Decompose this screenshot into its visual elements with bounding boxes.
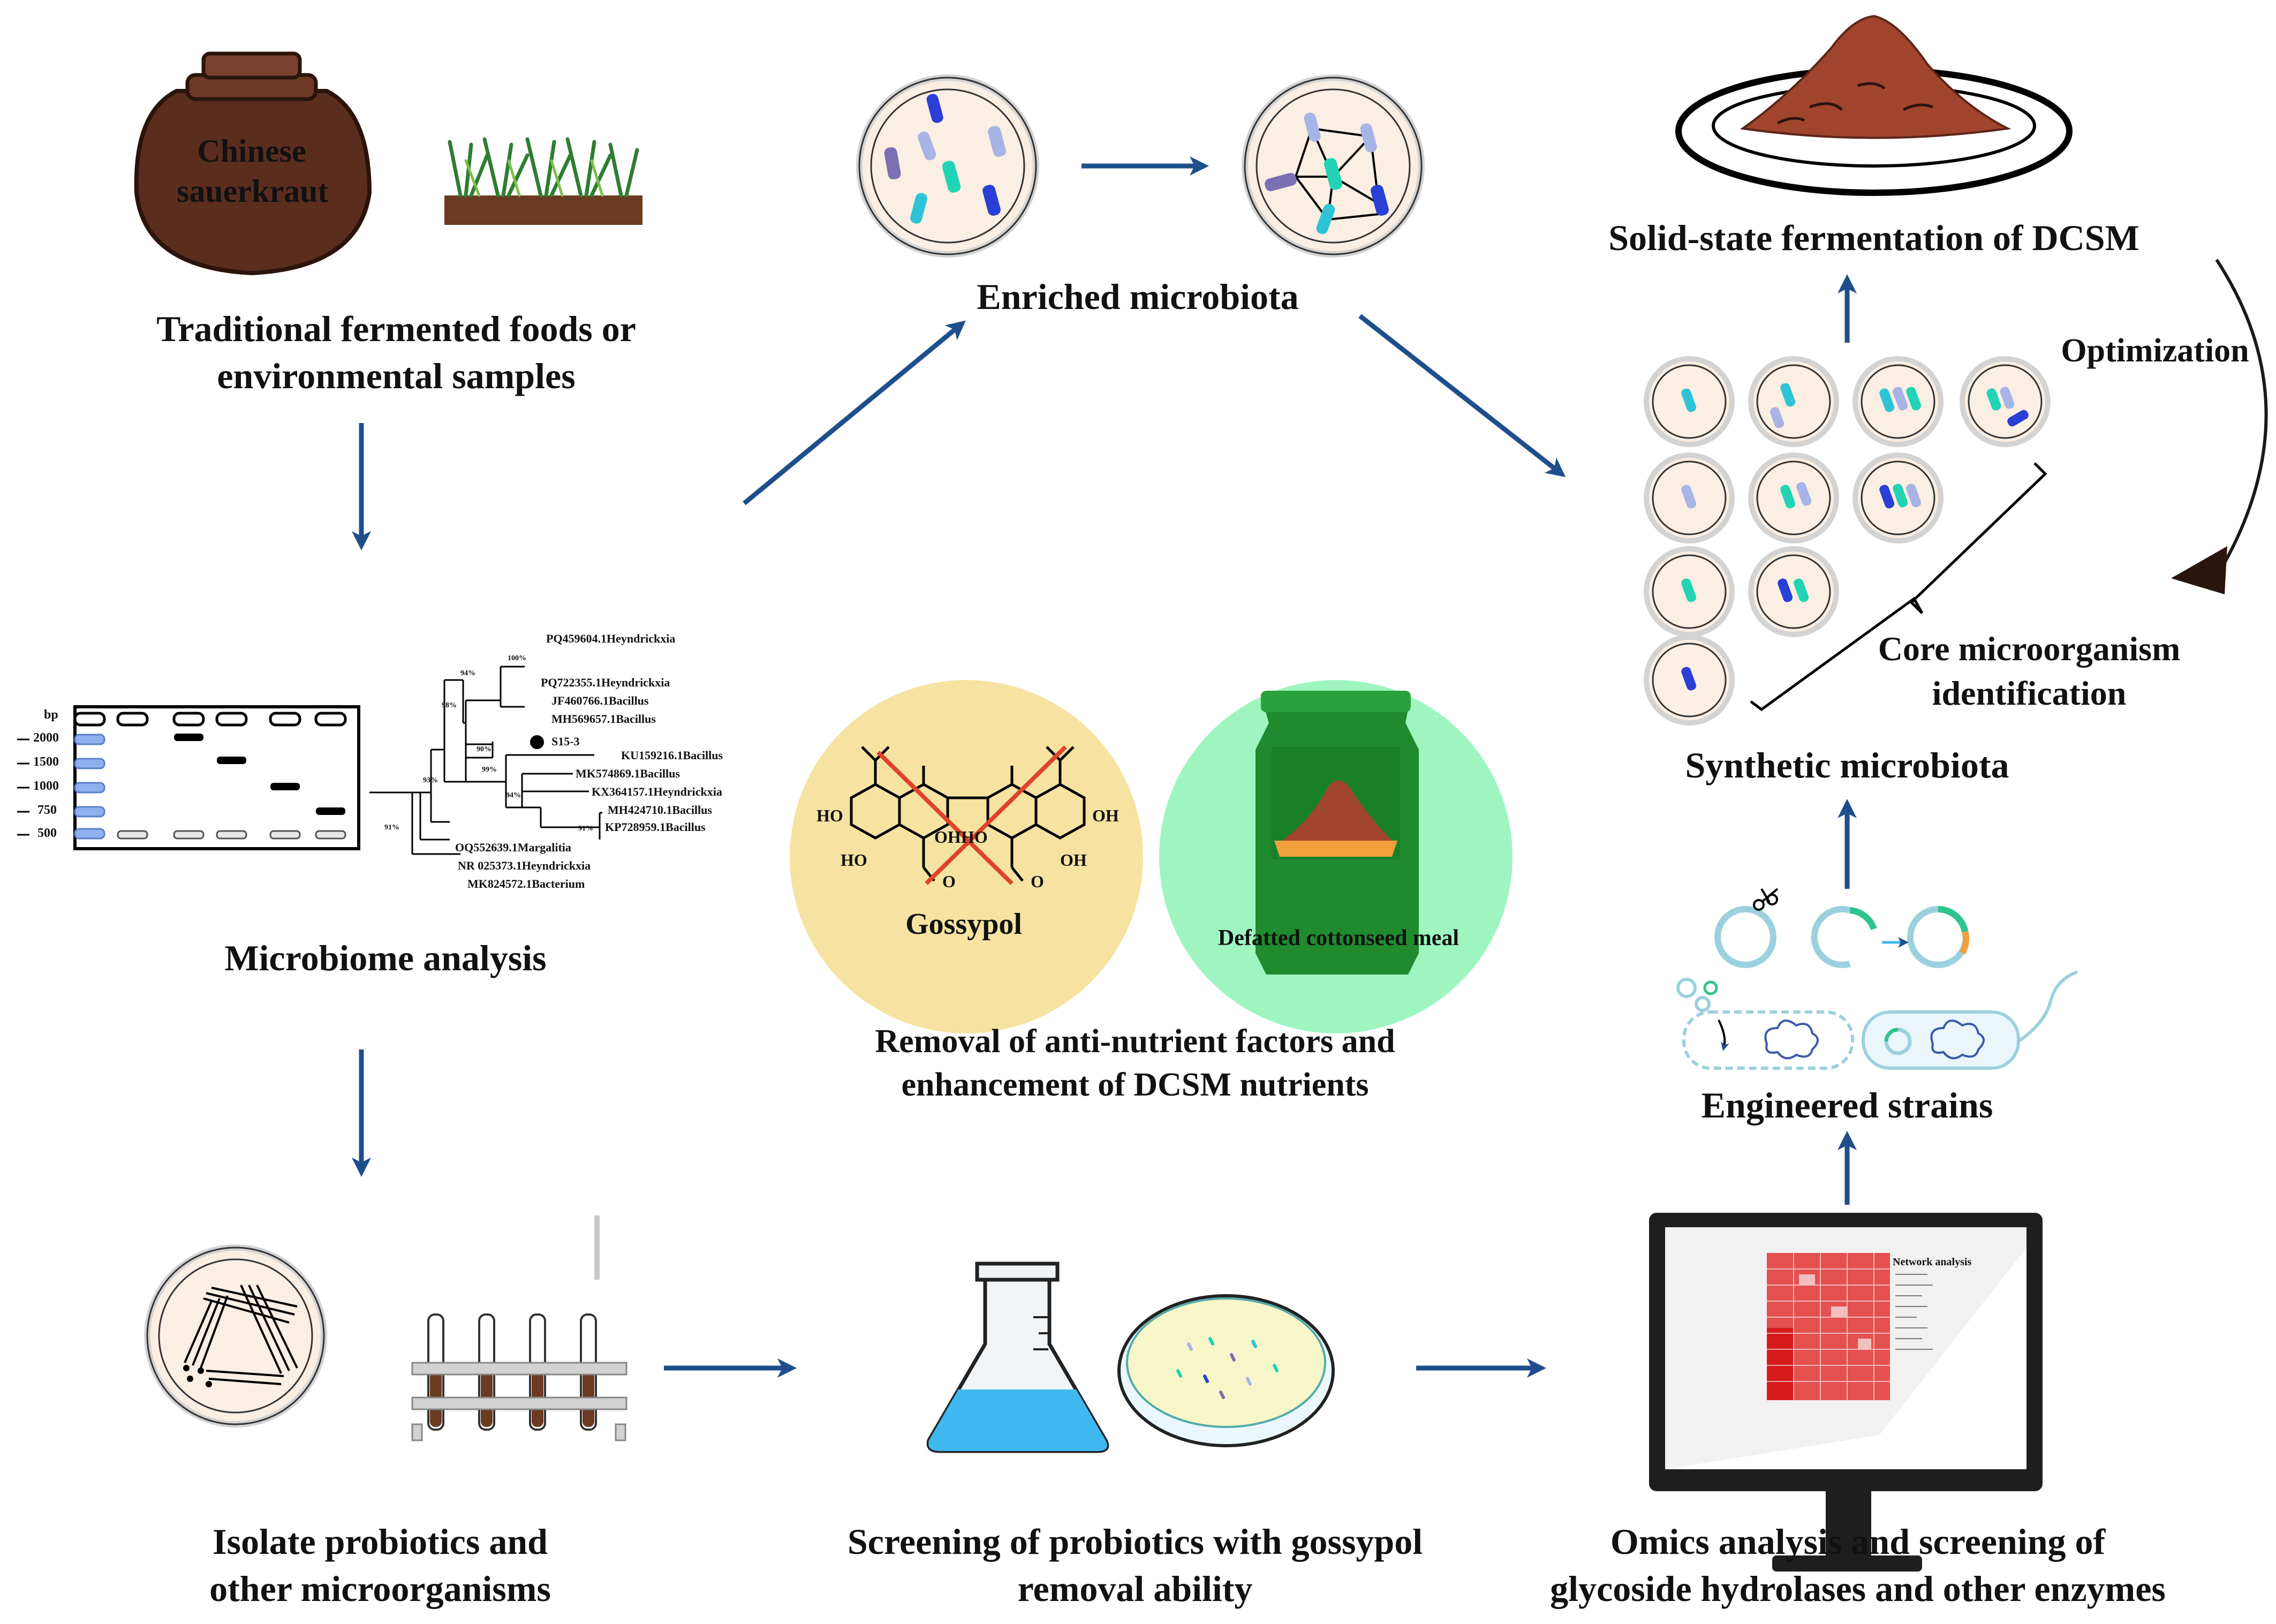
fermentation-pot-icon [134,51,372,276]
chem-label: HO [961,827,988,847]
synthetic-plate-grid [1644,356,2051,726]
chem-label: O [1031,872,1044,891]
gossypol-structure-icon [790,680,1143,1033]
powder-bowl-icon [1675,14,2073,196]
core-brace [1750,462,2047,712]
bacterium-icon [1676,970,2078,1070]
tree-bootstrap: 99% [482,766,497,774]
gel-ladder-500: 500 [37,826,57,840]
tree-bootstrap: 94% [506,791,521,799]
s15-3-marker [530,735,544,749]
caption-microbiome: Microbiome analysis [224,938,547,978]
monitor-heatmap-icon [1649,1213,2043,1572]
chem-label: HO [841,850,867,870]
tree-taxon: PQ722355.1Heyndrickxia [541,676,670,689]
tree-taxon: KP728959.1Bacillus [605,820,706,834]
plasmid-icon [1714,906,1969,968]
scissors-icon [1753,888,1779,911]
tree-bootstrap: 91% [384,824,399,832]
arrow-to-enriched [743,320,966,505]
tree-taxon: JF460766.1Bacillus [551,694,649,707]
tree-taxon: KX364157.1Heyndrickxia [592,785,722,798]
chem-label: O [942,872,956,891]
caption-engineered: Engineered strains [1701,1085,1993,1126]
gel-ladder-1500: 1500 [33,755,59,769]
caption-gossypol: Gossypol [905,908,1022,941]
gel-ladder-750: 750 [37,803,57,817]
tree-taxon: MH569657.1Bacillus [551,712,656,726]
erlenmeyer-flask-icon [926,1262,1109,1453]
tree-bootstrap: 91% [578,825,593,833]
arrow-to-synthetic [1358,314,1566,478]
tree-bootstrap: 98% [442,701,457,709]
tree-taxon: NR 025373.1Heyndrickxia [458,859,591,872]
tree-bootstrap: 94% [460,669,475,677]
optimization-arrow [2171,259,2268,594]
chem-label: OH [1060,850,1087,870]
gel-ladder-2000: 2000 [33,731,59,745]
tree-bootstrap: 100% [508,654,526,662]
gel-ladder-1000: 1000 [33,779,59,793]
chem-label: HO [816,806,843,825]
tree-taxon: OQ552639.1Margalitia [455,841,571,854]
petri-dish-icon [1242,74,1425,258]
caption-solid-state: Solid-state fermentation of DCSM [1608,217,2139,258]
caption-synthetic: Synthetic microbiota [1685,745,2009,785]
tree-taxon: S15-3 [551,735,580,748]
chem-label: OH [1092,806,1119,825]
tree-bootstrap: 93% [423,776,438,784]
agarose-gel-icon [17,705,360,850]
tree-taxon: MH424710.1Bacillus [608,803,712,817]
petri-dish-icon [856,74,1039,258]
test-tube-rack-icon [411,1215,627,1441]
tree-taxon: KU159216.1Bacillus [621,749,723,762]
gel-unit-label: bp [44,708,58,722]
caption-dcsm: Defatted cottonseed meal [1218,926,1460,950]
caption-optimization: Optimization [2061,333,2249,369]
tree-taxon: MK824572.1Bacterium [467,877,585,890]
cottonseed-bag-icon [1159,680,1513,1033]
caption-enriched: Enriched microbiota [977,276,1299,317]
chem-label: OH [934,827,961,847]
phylogenetic-tree-icon [369,666,602,855]
tree-taxon: MK574869.1Bacillus [576,767,680,780]
grass-soil-icon [444,137,642,225]
tree-bootstrap: 90% [477,745,492,753]
monitor-title: Network analysis [1893,1256,1972,1268]
petri-dish-icon [144,1244,327,1427]
petri-dish-icon [1117,1294,1335,1447]
tree-taxon: PQ459604.1Heyndrickxia [546,632,676,645]
